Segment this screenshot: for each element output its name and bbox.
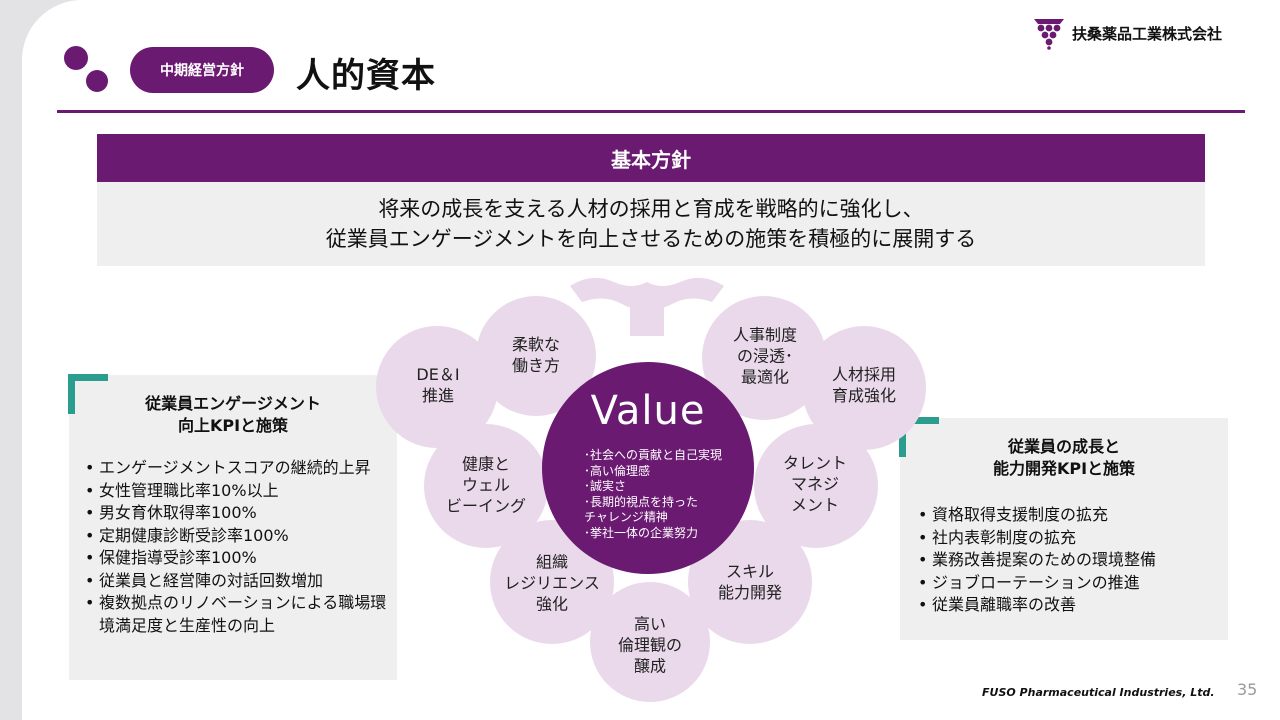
list-item: 資格取得支援制度の拡充 xyxy=(918,504,1223,527)
value-diagram: Value ･社会への貢献と自己実現 ･高い倫理感 ･誠実さ ･長期的視点を持っ… xyxy=(22,0,1280,720)
list-item: 女性管理職比率10%以上 xyxy=(85,480,390,503)
corner-accent-icon xyxy=(68,374,108,414)
decor-dot-icon xyxy=(86,70,108,92)
list-item: 男女育休取得率100% xyxy=(85,502,390,525)
list-item: エンゲージメントスコアの継続的上昇 xyxy=(85,457,390,480)
petal-label: 健康と ウェル ビーイング xyxy=(445,454,527,516)
value-items: ･社会への貢献と自己実現 ･高い倫理感 ･誠実さ ･長期的視点を持った チャレン… xyxy=(584,448,723,540)
value-title: Value xyxy=(590,388,706,434)
crest-watermark-icon xyxy=(570,277,724,336)
kpi-list: エンゲージメントスコアの継続的上昇 女性管理職比率10%以上 男女育休取得率10… xyxy=(85,457,390,637)
petal-label: 人事制度 の浸透･ 最適化 xyxy=(732,325,798,387)
list-item: 従業員と経営陣の対話回数増加 xyxy=(85,570,390,593)
petal-label: 組織 レジリエンス 強化 xyxy=(504,552,600,614)
petal-label: 高い 倫理観の 醸成 xyxy=(617,614,683,676)
petal-label: タレント マネジ メント xyxy=(782,453,848,515)
basic-policy-line: 将来の成長を支える人材の採用と育成を戦略的に強化し、 xyxy=(378,197,924,221)
list-item: 複数拠点のリノベーションによる職場環境満足度と生産性の向上 xyxy=(85,592,390,637)
growth-kpi-panel: 従業員の成長と 能力開発KPIと施策 資格取得支援制度の拡充 社内表彰制度の拡充… xyxy=(899,417,1228,640)
slide: 中期経営方針 人的資本 扶桑薬品工業株式会社 基本方針 将来の成長を支える人材の… xyxy=(22,0,1280,720)
list-item: 業務改善提案のための環境整備 xyxy=(918,549,1223,572)
basic-policy-heading: 基本方針 xyxy=(97,134,1205,182)
decor-dot-icon xyxy=(64,46,88,70)
list-item: 従業員離職率の改善 xyxy=(918,594,1223,617)
petal-label: 人材採用 育成強化 xyxy=(831,365,897,405)
list-item: 定期健康診断受診率100% xyxy=(85,525,390,548)
header-divider xyxy=(57,110,1245,113)
list-item: 社内表彰制度の拡充 xyxy=(918,527,1223,550)
page-title: 人的資本 xyxy=(296,56,436,96)
company-name: 扶桑薬品工業株式会社 xyxy=(1072,24,1223,43)
panel-title: 従業員の成長と 能力開発KPIと施策 xyxy=(992,437,1136,478)
kpi-list: 資格取得支援制度の拡充 社内表彰制度の拡充 業務改善提案のための環境整備 ジョブ… xyxy=(918,504,1223,617)
value-center: Value ･社会への貢献と自己実現 ･高い倫理感 ･誠実さ ･長期的視点を持っ… xyxy=(542,362,754,574)
list-item: ジョブローテーションの推進 xyxy=(918,572,1223,595)
company-logo: 扶桑薬品工業株式会社 xyxy=(1032,16,1222,50)
section-label: 中期経営方針 xyxy=(130,47,274,93)
petal-label: スキル 能力開発 xyxy=(717,562,783,602)
engagement-kpi-panel: 従業員エンゲージメント 向上KPIと施策 エンゲージメントスコアの継続的上昇 女… xyxy=(68,374,397,680)
petal-wellbeing xyxy=(424,424,548,548)
footer-brand: FUSO Pharmaceutical Industries, Ltd. xyxy=(982,686,1215,699)
petal-label: DE＆I 推進 xyxy=(416,365,460,405)
list-item: 保健指導受診率100% xyxy=(85,547,390,570)
petal-label: 柔軟な 働き方 xyxy=(511,335,561,375)
page-number: 35 xyxy=(1237,680,1258,699)
grape-logo-icon xyxy=(1034,19,1064,50)
basic-policy-line: 従業員エンゲージメントを向上させるための施策を積極的に展開する xyxy=(325,227,977,251)
panel-title: 従業員エンゲージメント 向上KPIと施策 xyxy=(145,394,321,435)
basic-policy-text: 将来の成長を支える人材の採用と育成を戦略的に強化し、 従業員エンゲージメントを向… xyxy=(97,182,1205,266)
